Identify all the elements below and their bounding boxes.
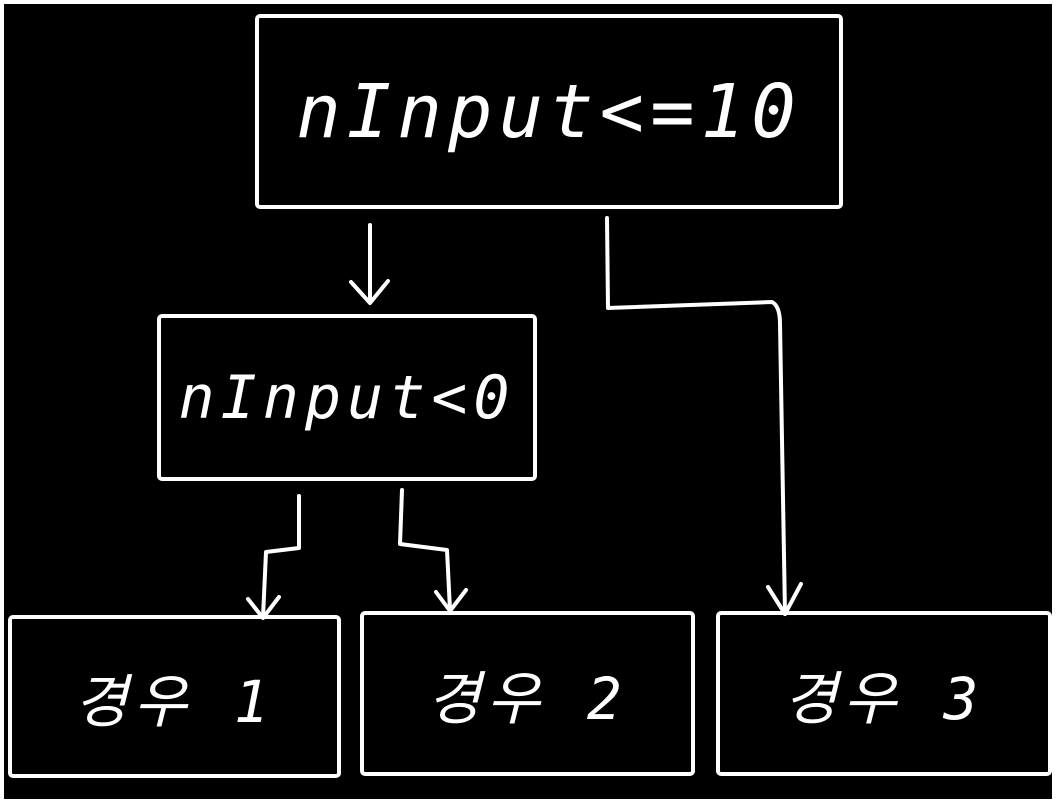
root-condition-node: nInput<=10 (255, 14, 843, 209)
blackboard: nInput<=10 nInput<0 경우 1 경우 2 경우 3 (4, 4, 1052, 799)
case-1-label: 경우 1 (74, 667, 275, 736)
case-1-node: 경우 1 (8, 615, 341, 778)
case-2-node: 경우 2 (360, 611, 695, 776)
nested-condition-node: nInput<0 (157, 314, 537, 481)
root-condition-label: nInput<=10 (296, 68, 802, 155)
case-2-label: 경우 2 (427, 664, 628, 733)
case-3-label: 경우 3 (783, 664, 985, 733)
case-3-node: 경우 3 (716, 611, 1052, 776)
nested-condition-label: nInput<0 (178, 362, 516, 433)
